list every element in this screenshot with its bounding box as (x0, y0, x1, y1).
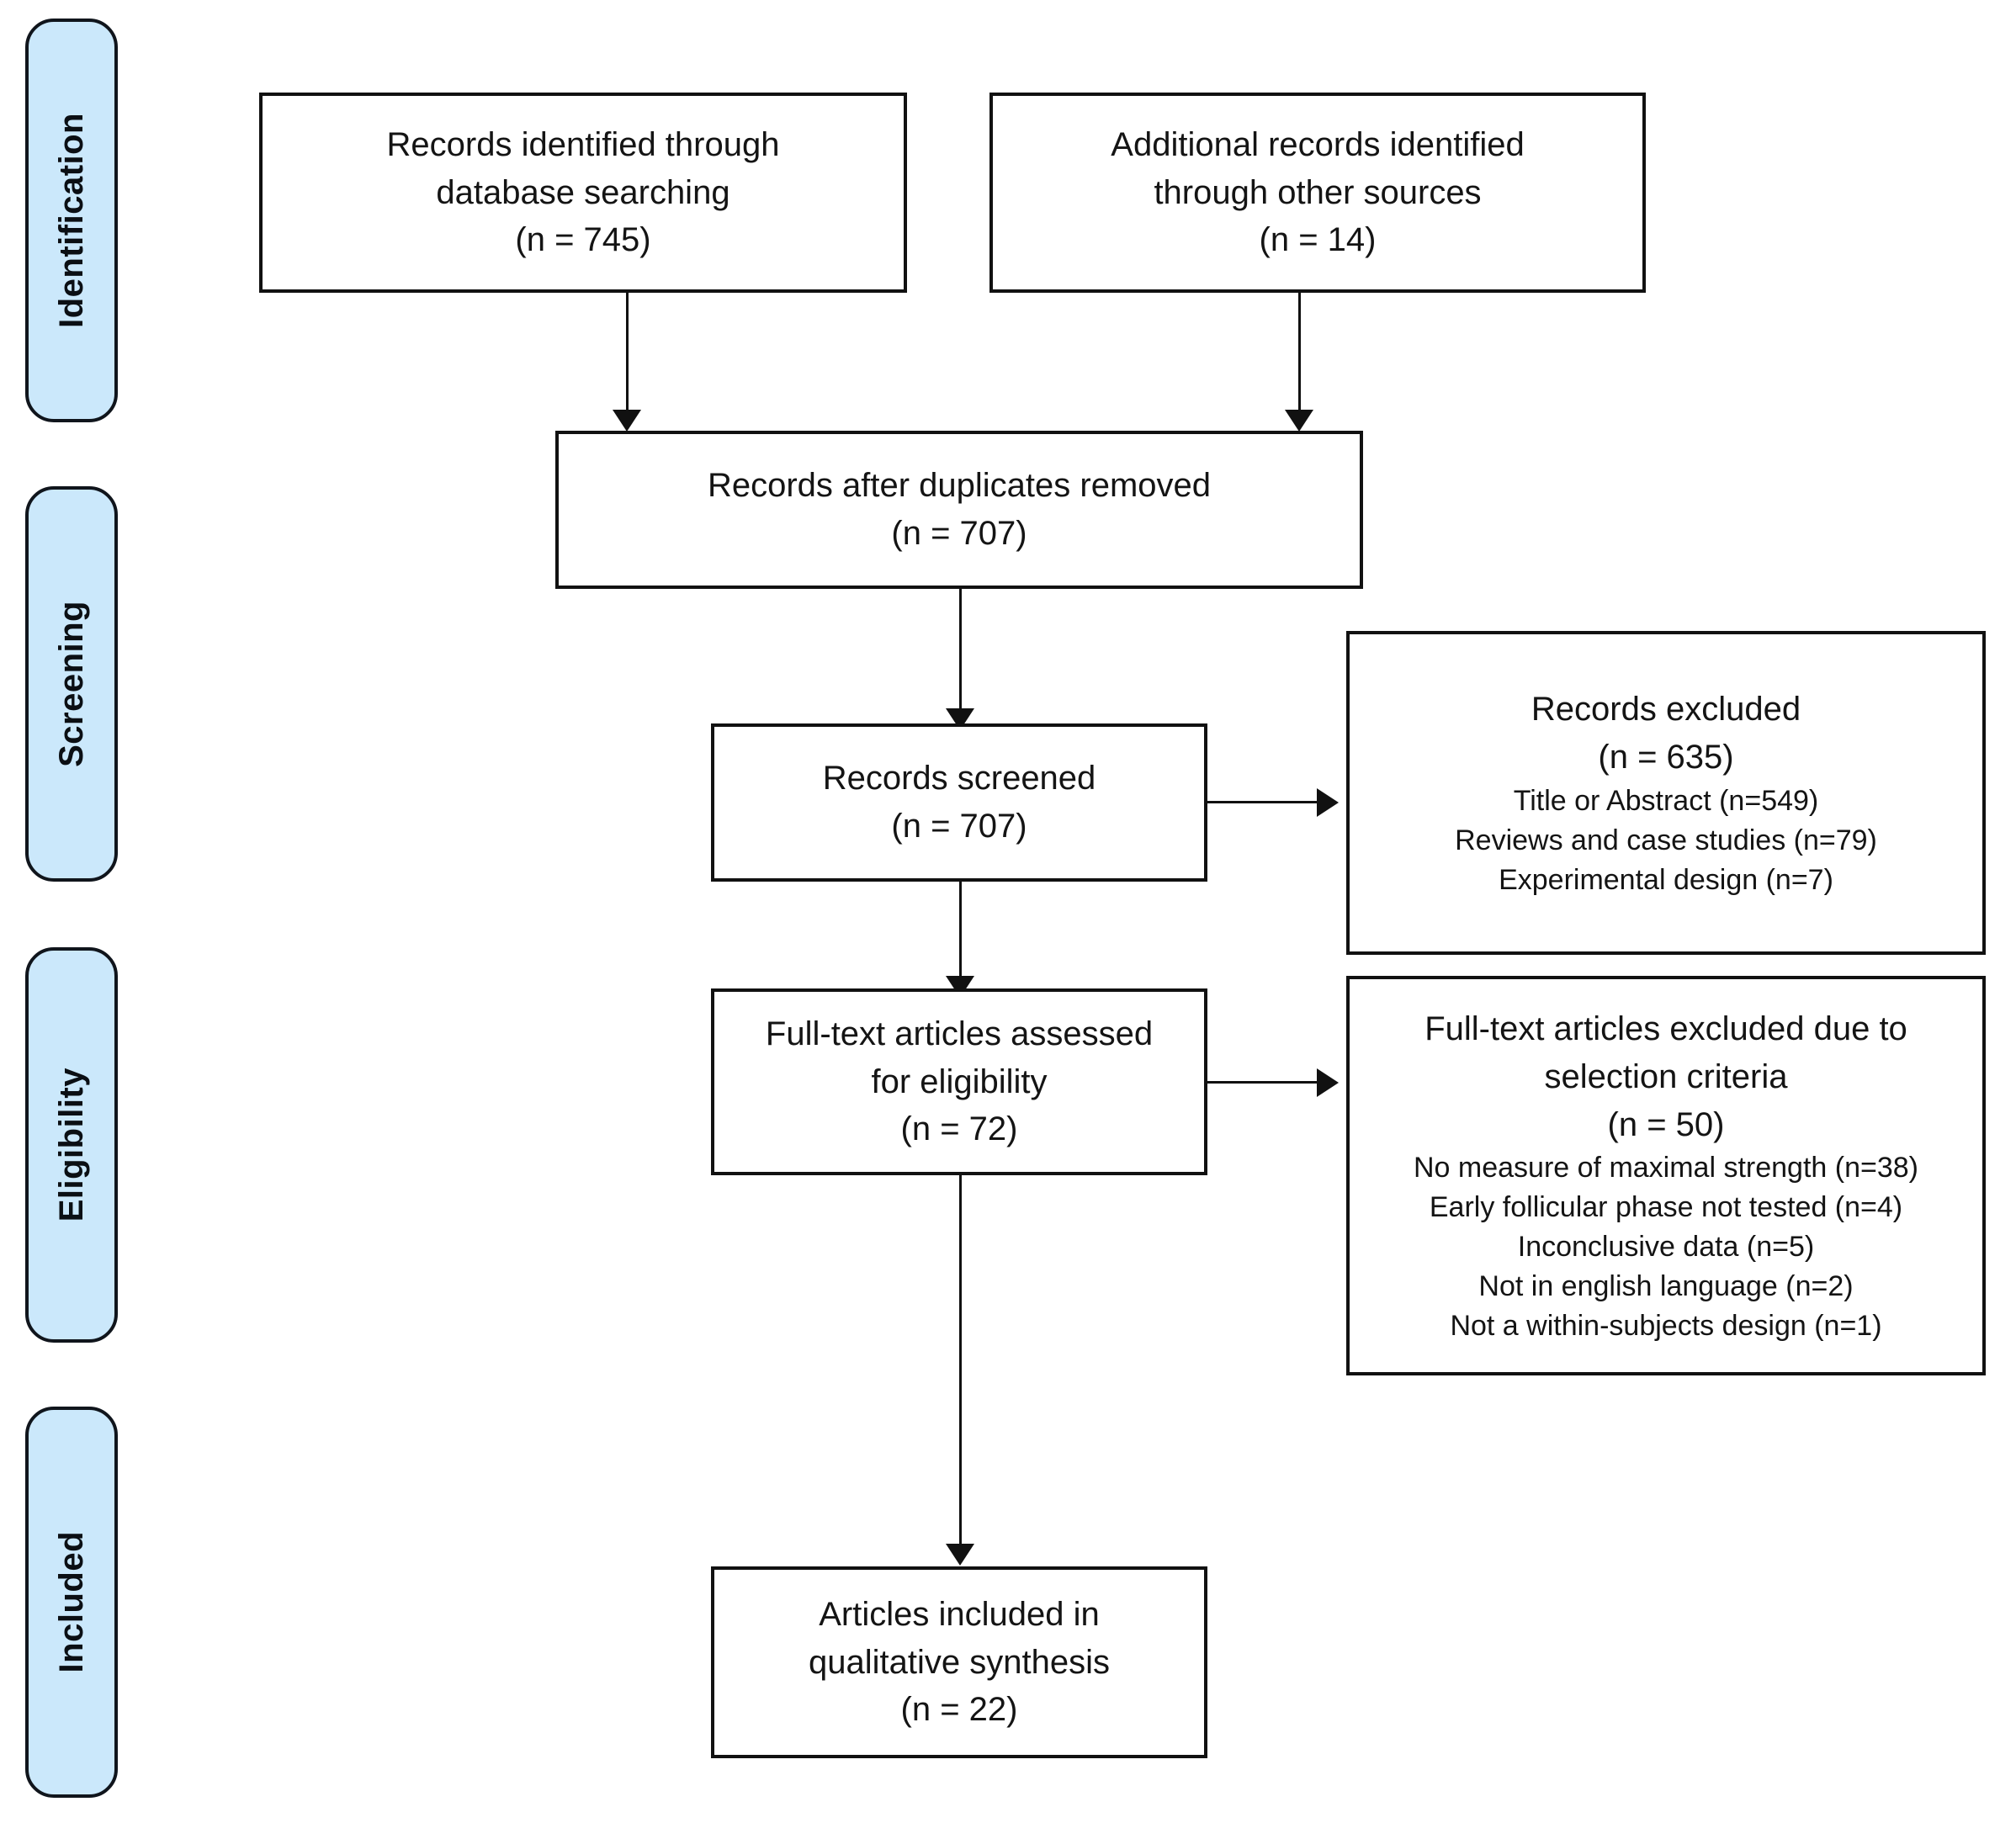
box-line: Records excluded (1531, 691, 1801, 729)
connector-fulltext-to-excluded (1207, 1081, 1319, 1084)
box-line: (n = 707) (891, 515, 1027, 552)
box-line: through other sources (1154, 173, 1482, 211)
phase-label-eligibility: Eligibility (52, 1068, 90, 1222)
arrowhead-fulltext-to-excluded (1317, 1068, 1339, 1097)
connector-screened-to-excluded (1207, 801, 1319, 803)
box-line: (n = 14) (1259, 221, 1377, 259)
box-line: (n = 635) (1598, 739, 1734, 776)
box-line: (n = 22) (900, 1691, 1018, 1729)
box-records-excluded: Records excluded (n = 635) Title or Abst… (1346, 631, 1986, 955)
box-reason-line: Not in english language (n=2) (1478, 1270, 1854, 1303)
phase-label-screening: Screening (52, 601, 90, 767)
box-line: Records identified through (386, 125, 780, 163)
box-fulltext-articles-excluded: Full-text articles excluded due to selec… (1346, 976, 1986, 1375)
arrowhead-database-to-duplicates (613, 410, 641, 432)
box-line: Records screened (822, 760, 1096, 798)
box-reason-line: No measure of maximal strength (n=38) (1414, 1152, 1918, 1184)
box-line: Articles included in (819, 1595, 1100, 1633)
phase-label-identification: Identification (52, 113, 90, 328)
box-additional-records-other-sources: Additional records identified through ot… (989, 93, 1646, 293)
phase-chip-eligibility: Eligibility (25, 947, 118, 1343)
box-articles-included-qualitative-synthesis: Articles included in qualitative synthes… (711, 1566, 1207, 1758)
box-records-identified-database: Records identified through database sear… (259, 93, 907, 293)
box-reason-line: Experimental design (n=7) (1499, 863, 1833, 896)
connector-other-sources-to-duplicates (1298, 293, 1301, 419)
connector-fulltext-to-included (959, 1175, 962, 1554)
box-line: Full-text articles excluded due to (1424, 1010, 1907, 1048)
box-line: Additional records identified (1111, 125, 1525, 163)
box-reason-line: Inconclusive data (n=5) (1517, 1231, 1815, 1264)
box-line: (n = 745) (515, 221, 651, 259)
box-reason-line: Not a within-subjects design (n=1) (1450, 1310, 1882, 1343)
box-reason-line: Early follicular phase not tested (n=4) (1429, 1191, 1903, 1224)
connector-duplicates-to-screened (959, 589, 962, 719)
box-line: (n = 50) (1607, 1105, 1725, 1143)
box-line: (n = 72) (900, 1110, 1018, 1148)
box-records-screened: Records screened (n = 707) (711, 723, 1207, 882)
phase-chip-screening: Screening (25, 486, 118, 882)
box-line: database searching (436, 173, 730, 211)
phase-label-included: Included (52, 1531, 90, 1673)
phase-chip-included: Included (25, 1407, 118, 1798)
phase-chip-identification: Identification (25, 19, 118, 422)
box-line: qualitative synthesis (809, 1643, 1110, 1681)
box-line: selection criteria (1544, 1057, 1788, 1095)
arrowhead-screened-to-excluded (1317, 788, 1339, 817)
box-fulltext-articles-assessed: Full-text articles assessed for eligibil… (711, 988, 1207, 1175)
connector-database-to-duplicates (626, 293, 629, 419)
box-records-after-duplicates-removed: Records after duplicates removed (n = 70… (555, 431, 1363, 589)
box-reason-line: Title or Abstract (n=549) (1513, 784, 1819, 817)
box-line: (n = 707) (891, 808, 1027, 845)
connector-screened-to-fulltext (959, 882, 962, 987)
arrowhead-fulltext-to-included (946, 1544, 974, 1566)
arrowhead-other-sources-to-duplicates (1285, 410, 1313, 432)
box-line: for eligibility (871, 1063, 1048, 1100)
box-line: Records after duplicates removed (707, 467, 1212, 505)
box-line: Full-text articles assessed (765, 1015, 1154, 1052)
box-reason-line: Reviews and case studies (n=79) (1455, 824, 1877, 856)
